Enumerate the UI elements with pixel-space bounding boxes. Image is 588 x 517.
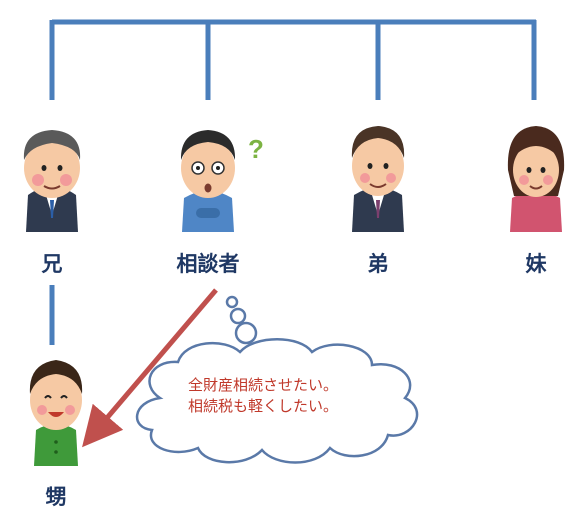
thought-line-1: 全財産相続させたい。 (188, 376, 339, 394)
client-icon (180, 130, 236, 232)
nephew-label: 甥 (45, 485, 67, 509)
nephew-icon (29, 360, 83, 466)
thought-text: 全財産相続させたい。 相続税も軽くしたい。 (188, 375, 378, 417)
younger-brother-label: 弟 (367, 252, 389, 276)
older-brother-label: 兄 (41, 252, 63, 276)
tree-lines (49, 19, 537, 345)
younger-sister-icon (507, 126, 565, 232)
question-mark-icon: ? (248, 134, 264, 164)
arrow-icon (82, 288, 218, 448)
younger-brother-icon (351, 126, 405, 232)
older-brother-icon (23, 130, 81, 232)
client-label: 相談者 (176, 252, 240, 276)
thought-line-2: 相続税も軽くしたい。 (188, 397, 339, 415)
younger-sister-label: 妹 (525, 252, 547, 276)
thought-bubble-icon (135, 295, 419, 464)
